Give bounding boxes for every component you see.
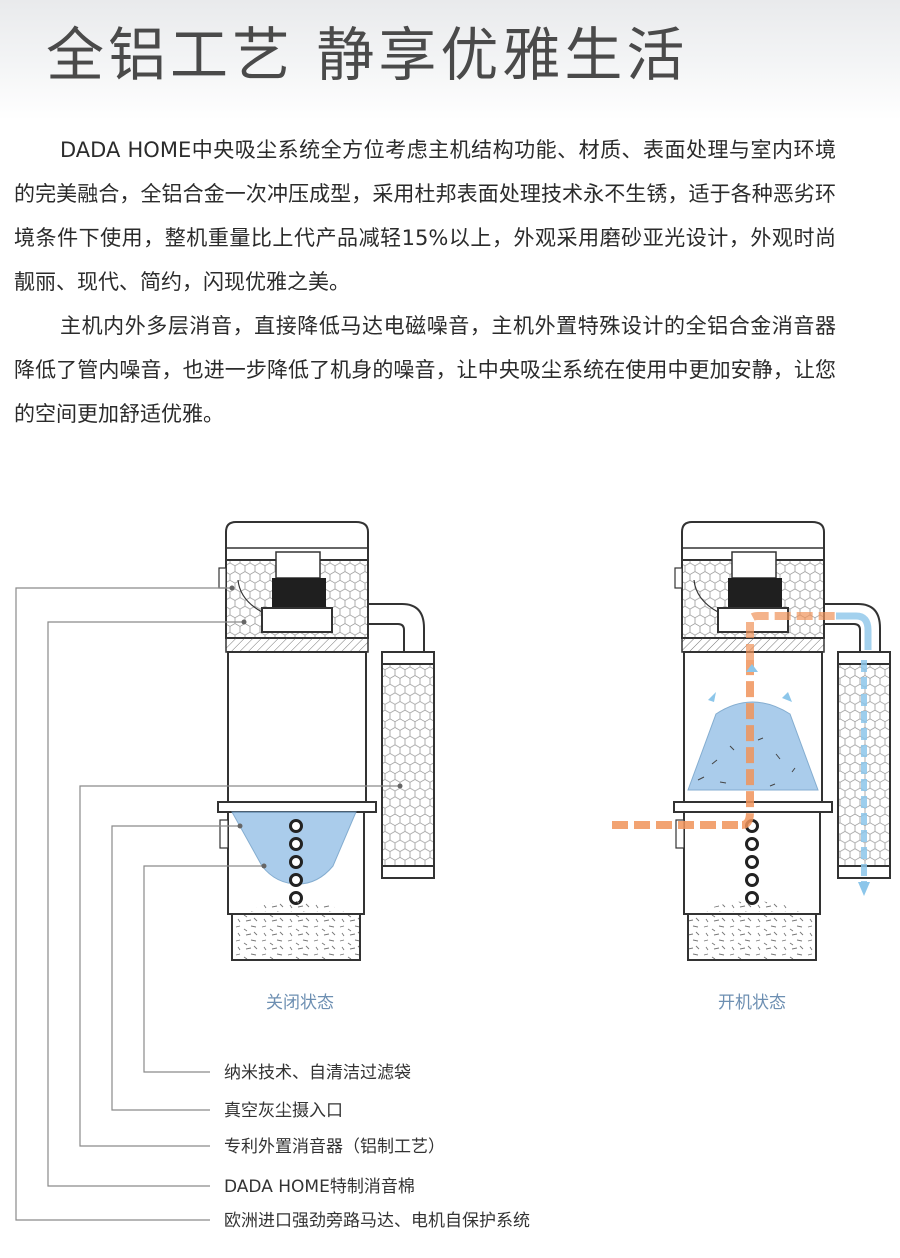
callout-sound-foam: DADA HOME特制消音棉 — [224, 1177, 415, 1197]
intro-text: DADA HOME中央吸尘系统全方位考虑主机结构功能、材质、表面处理与室内环境的… — [14, 128, 836, 436]
callout-lines — [15, 587, 400, 1221]
unit-off — [217, 521, 435, 961]
intro-paragraph-1: DADA HOME中央吸尘系统全方位考虑主机结构功能、材质、表面处理与室内环境的… — [14, 138, 836, 294]
callout-external-muffler: 专利外置消音器（铝制工艺） — [224, 1137, 445, 1157]
callout-dots — [229, 585, 403, 869]
vacuum-diagram: 关闭状态 开机状态 纳米技术、自清洁过滤袋 真空灰尘摄入口 专利外置消音器（铝制… — [15, 521, 891, 1231]
state-label-on: 开机状态 — [718, 993, 786, 1013]
airflow-arrows — [612, 612, 872, 896]
header-band — [0, 0, 900, 120]
intro-paragraph-2: 主机内外多层消音，直接降低马达电磁噪音，主机外置特殊设计的全铝合金消音器降低了管… — [14, 314, 836, 426]
state-label-off: 关闭状态 — [266, 993, 334, 1013]
page-title: 全铝工艺 静享优雅生活 — [46, 21, 689, 89]
callout-filter-bag: 纳米技术、自清洁过滤袋 — [224, 1063, 411, 1083]
callout-vacuum-intake: 真空灰尘摄入口 — [224, 1101, 343, 1121]
callout-bypass-motor: 欧洲进口强劲旁路马达、电机自保护系统 — [224, 1211, 530, 1231]
unit-on — [673, 521, 891, 961]
